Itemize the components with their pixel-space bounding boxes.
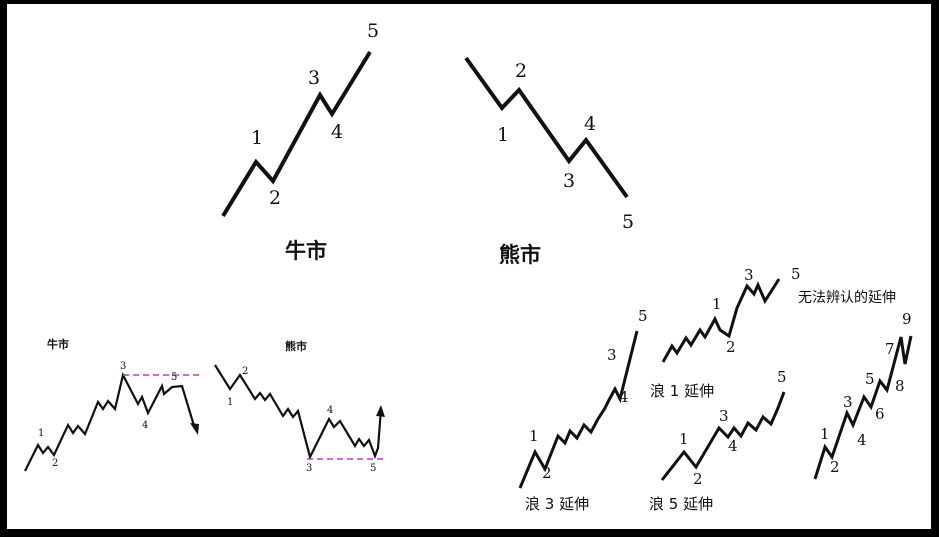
top-bear-label-1: 1 [497,124,509,146]
top-bull-wave-line [221,50,372,218]
top-bear-title: 熊市 [499,243,541,267]
small-bear-title: 熊市 [285,339,307,353]
unknown-label-6: 6 [875,405,885,423]
wave1-extension-diagram: 1 2 3 5 浪 1 延伸 [650,265,801,400]
top-bull-label-4: 4 [331,121,343,143]
wave1-label-5: 5 [791,265,801,283]
small-bull-diagram: 牛市 1 2 3 4 5 [24,337,203,472]
wave3-label-1: 1 [529,427,539,445]
small-bull-label-1: 1 [38,428,44,439]
wave5-label-5: 5 [777,368,787,386]
unknown-label-9: 9 [902,310,912,328]
top-bear-label-2: 2 [515,60,527,82]
top-bull-label-2: 2 [269,187,281,209]
wave1-label-1: 1 [712,295,722,313]
wave1-caption: 浪 1 延伸 [650,382,714,400]
wave3-label-5: 5 [638,307,648,325]
top-bear-label-3: 3 [563,170,575,192]
top-bull-label-3: 3 [308,67,320,89]
small-bear-label-5: 5 [370,463,376,474]
wave3-label-4: 4 [619,388,629,406]
top-bull-title: 牛市 [285,239,327,263]
small-bear-label-3: 3 [306,463,312,474]
top-bear-wave-line [464,56,629,199]
elliott-wave-diagram: 1 2 3 4 5 牛市 1 2 3 4 5 熊市 牛市 1 2 3 4 5 熊… [24,20,913,513]
top-bull-label-5: 5 [367,20,379,42]
wave5-label-2: 2 [693,470,703,488]
wave3-label-3: 3 [607,346,617,364]
wave1-label-3: 3 [744,266,754,284]
small-bull-label-5: 5 [171,372,177,383]
wave1-extension-wave-line [661,278,781,363]
small-bear-label-4: 4 [327,405,333,416]
unknown-label-2: 2 [830,458,840,476]
unknown-label-3: 3 [843,393,853,411]
small-bull-label-3: 3 [120,361,126,372]
small-bull-label-2: 2 [52,458,58,469]
top-bear-label-5: 5 [622,211,634,233]
wave5-extension-diagram: 1 2 3 4 5 浪 5 延伸 [649,368,787,513]
wave3-label-2: 2 [542,464,552,482]
wave3-extension-wave-line [518,330,639,489]
diagram-canvas: 1 2 3 4 5 牛市 1 2 3 4 5 熊市 牛市 1 2 3 4 5 熊… [7,4,931,529]
wave5-extension-wave-line [660,391,786,481]
wave3-extension-diagram: 1 2 3 4 5 浪 3 延伸 [518,307,648,513]
unknown-extension-diagram: 1 2 3 4 5 6 7 8 9 无法辨认的延伸 [798,290,913,480]
unknown-label-1: 1 [820,425,830,443]
unknown-label-8: 8 [895,377,905,395]
wave5-label-4: 4 [728,437,738,455]
small-bear-diagram: 熊市 1 2 3 4 5 [214,339,386,474]
top-bear-diagram: 1 2 3 4 5 熊市 [464,56,634,267]
small-bull-label-4: 4 [142,420,148,431]
unknown-extension-wave-line [813,335,913,480]
unknown-caption: 无法辨认的延伸 [798,290,896,306]
small-bear-wave-line [214,364,383,461]
top-bull-label-1: 1 [251,127,263,149]
small-bear-label-1: 1 [227,397,233,408]
unknown-label-7: 7 [885,340,895,358]
wave5-label-3: 3 [719,407,729,425]
wave5-label-1: 1 [679,430,689,448]
small-bear-arrow-head [376,405,385,417]
wave1-label-2: 2 [726,338,736,356]
unknown-label-4: 4 [857,431,867,449]
wave3-caption: 浪 3 延伸 [525,495,589,513]
top-bull-diagram: 1 2 3 4 5 牛市 [221,20,379,263]
small-bear-label-2: 2 [242,366,248,377]
small-bull-arrow-head [190,423,199,435]
top-bear-label-4: 4 [584,113,596,135]
small-bull-title: 牛市 [47,337,69,351]
wave5-caption: 浪 5 延伸 [649,495,713,513]
small-bull-wave-line [24,371,197,472]
unknown-label-5: 5 [865,370,875,388]
